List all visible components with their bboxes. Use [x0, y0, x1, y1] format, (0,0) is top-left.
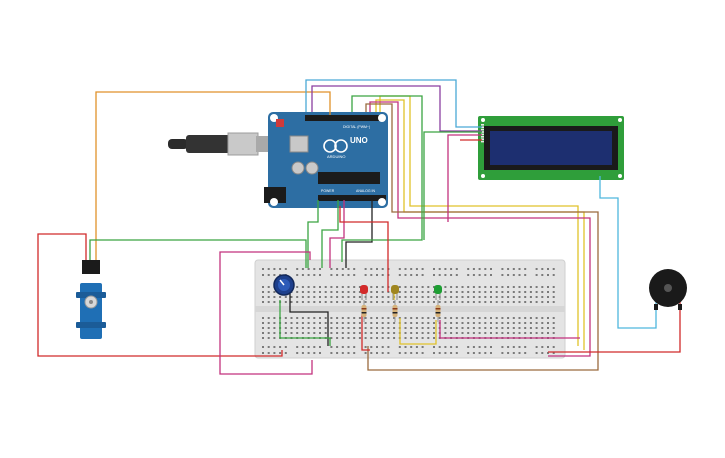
wire-lcd-e[interactable] [311, 85, 482, 132]
digital-header [305, 115, 385, 121]
reset-button[interactable] [276, 119, 284, 127]
digital-pins-label: DIGITAL (PWM~) [343, 125, 370, 129]
board-brand-label: ARDUINO [327, 154, 345, 159]
wire-lcd-d4[interactable] [379, 95, 579, 346]
wire-servo-signal[interactable] [95, 91, 331, 262]
wire-5v[interactable] [307, 200, 319, 268]
green-led[interactable] [434, 285, 442, 300]
wire-lcd-d6[interactable] [369, 101, 591, 357]
wire-lcd-vss[interactable] [341, 95, 423, 262]
wire-buzzer-signal[interactable] [599, 176, 657, 329]
arduino-uno-board[interactable]: UNO ARDUINO DIGITAL (PWM~) POWER ANALOG … [264, 112, 388, 208]
potentiometer[interactable] [273, 274, 295, 296]
wire-buzzer-ground[interactable] [548, 300, 681, 353]
power-jack [264, 187, 286, 203]
atmega-chip [318, 172, 380, 184]
wire-lcd-contrast[interactable] [447, 134, 482, 222]
yellow-led[interactable] [391, 285, 399, 300]
power-pins-label: POWER [321, 189, 335, 193]
servo-body [80, 283, 102, 339]
wire-green-resistor[interactable] [439, 320, 580, 339]
servo-connector [82, 260, 100, 274]
green-led-resistor[interactable] [435, 300, 441, 322]
arduino-logo-icon [323, 139, 337, 153]
wire-gnd-rail[interactable] [321, 200, 339, 268]
breadboard[interactable] [254, 259, 566, 359]
wire-pot-supply[interactable] [219, 251, 313, 375]
wires [37, 79, 681, 375]
breadboard-holes [262, 268, 555, 354]
red-led-resistor[interactable] [361, 300, 367, 322]
wire-red-led[interactable] [339, 206, 389, 292]
wire-lcd-rs[interactable] [305, 79, 482, 128]
wire-lcd-power[interactable] [423, 131, 482, 240]
yellow-led-resistor[interactable] [392, 300, 398, 322]
usb-cable [168, 132, 270, 156]
analog-pins-label: ANALOG IN [356, 189, 376, 193]
lcd-pin-header [481, 124, 484, 143]
lcd-screen [490, 131, 612, 165]
led-group [360, 285, 442, 322]
wire-lcd-d7[interactable] [365, 103, 599, 371]
wire-analog-a0[interactable] [329, 200, 345, 268]
piezo-buzzer[interactable] [649, 269, 687, 310]
wire-servo-ground[interactable] [89, 239, 307, 268]
lcd-16x2-display[interactable] [478, 116, 624, 180]
red-led[interactable] [360, 285, 368, 300]
wire-pot-ground[interactable] [289, 290, 329, 346]
power-analog-header [318, 195, 386, 201]
wire-servo-power[interactable] [37, 233, 283, 357]
wire-yellow-resistor[interactable] [399, 318, 437, 345]
servo-motor[interactable] [76, 260, 106, 339]
wire-pot-wiper[interactable] [279, 300, 331, 346]
wire-red-resistor[interactable] [361, 314, 370, 351]
wire-ground[interactable] [345, 200, 373, 268]
board-model-label: UNO [350, 136, 368, 145]
